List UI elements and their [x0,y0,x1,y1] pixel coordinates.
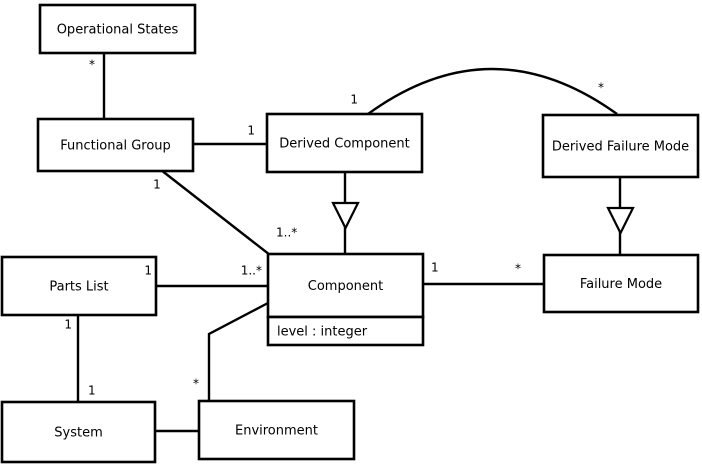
class-box-component[interactable]: Component level : integer [266,252,425,347]
multiplicity-label-mult-env-comp: * [193,377,199,391]
class-attribute-compartment [266,315,425,347]
multiplicity-layer: * 1 1 1..* 1 * 1 1..* 1 * 1 1 * [64,58,604,398]
association-line-derived-component-derived-failure-mode[interactable] [367,67,618,115]
multiplicity-label-mult-pl-sys-bottom: 1 [88,384,96,398]
multiplicity-label-mult-pl-comp-left: 1 [144,264,152,278]
multiplicity-label-mult-fg-comp: 1 [153,178,161,192]
multiplicity-label-mult-comp-fg: 1..* [276,226,297,240]
multiplicity-label-mult-comp-fm-left: 1 [431,261,439,275]
class-name-label: Parts List [49,280,108,295]
multiplicity-label-mult-dfm-curve: * [598,81,604,95]
class-name-label: Functional Group [60,139,171,154]
multiplicity-label-mult-fg-dc: 1 [247,124,255,138]
class-box-system[interactable]: System [0,400,157,464]
class-box-frame [197,399,356,461]
multiplicity-label-mult-dc-curve: 1 [350,93,358,107]
class-box-parts-list[interactable]: Parts List [0,255,158,317]
multiplicity-label-mult-comp-fm-right: * [515,262,521,276]
class-box-frame [265,112,424,174]
class-name-label: Failure Mode [580,277,662,292]
associations-layer [76,53,618,433]
multiplicity-label-mult-os-fg: * [89,58,95,72]
generalization-triangle-icon [606,206,635,236]
class-name-label: System [54,426,102,441]
class-box-frame [266,252,425,319]
class-box-frame [541,113,700,179]
class-box-derived-failure-mode[interactable]: Derived Failure Mode [541,113,700,179]
class-name-label: Derived Component [279,137,410,152]
multiplicity-label-mult-pl-comp-right: 1..* [241,264,262,278]
class-box-failure-mode[interactable]: Failure Mode [542,253,700,314]
class-name-label: Derived Failure Mode [552,140,689,155]
class-box-frame [36,117,195,173]
class-name-label: Operational States [57,23,179,38]
class-box-frame [0,255,158,317]
generalizations-layer [331,172,635,255]
class-box-frame [0,400,157,464]
association-line-functional-group-component[interactable] [160,169,271,256]
association-line-environment-component[interactable] [207,301,269,401]
class-name-label: Environment [235,424,318,439]
class-name-label: Component [308,279,383,294]
multiplicity-label-mult-pl-sys-top: 1 [64,318,72,332]
class-box-frame [542,253,700,314]
class-box-operational-states[interactable]: Operational States [38,3,197,55]
class-box-functional-group[interactable]: Functional Group [36,117,195,173]
class-box-environment[interactable]: Environment [197,399,356,461]
generalization-triangle-icon [331,201,360,231]
class-attribute-label: level : integer [277,325,368,340]
class-box-derived-component[interactable]: Derived Component [265,112,424,174]
class-box-frame [38,3,197,55]
